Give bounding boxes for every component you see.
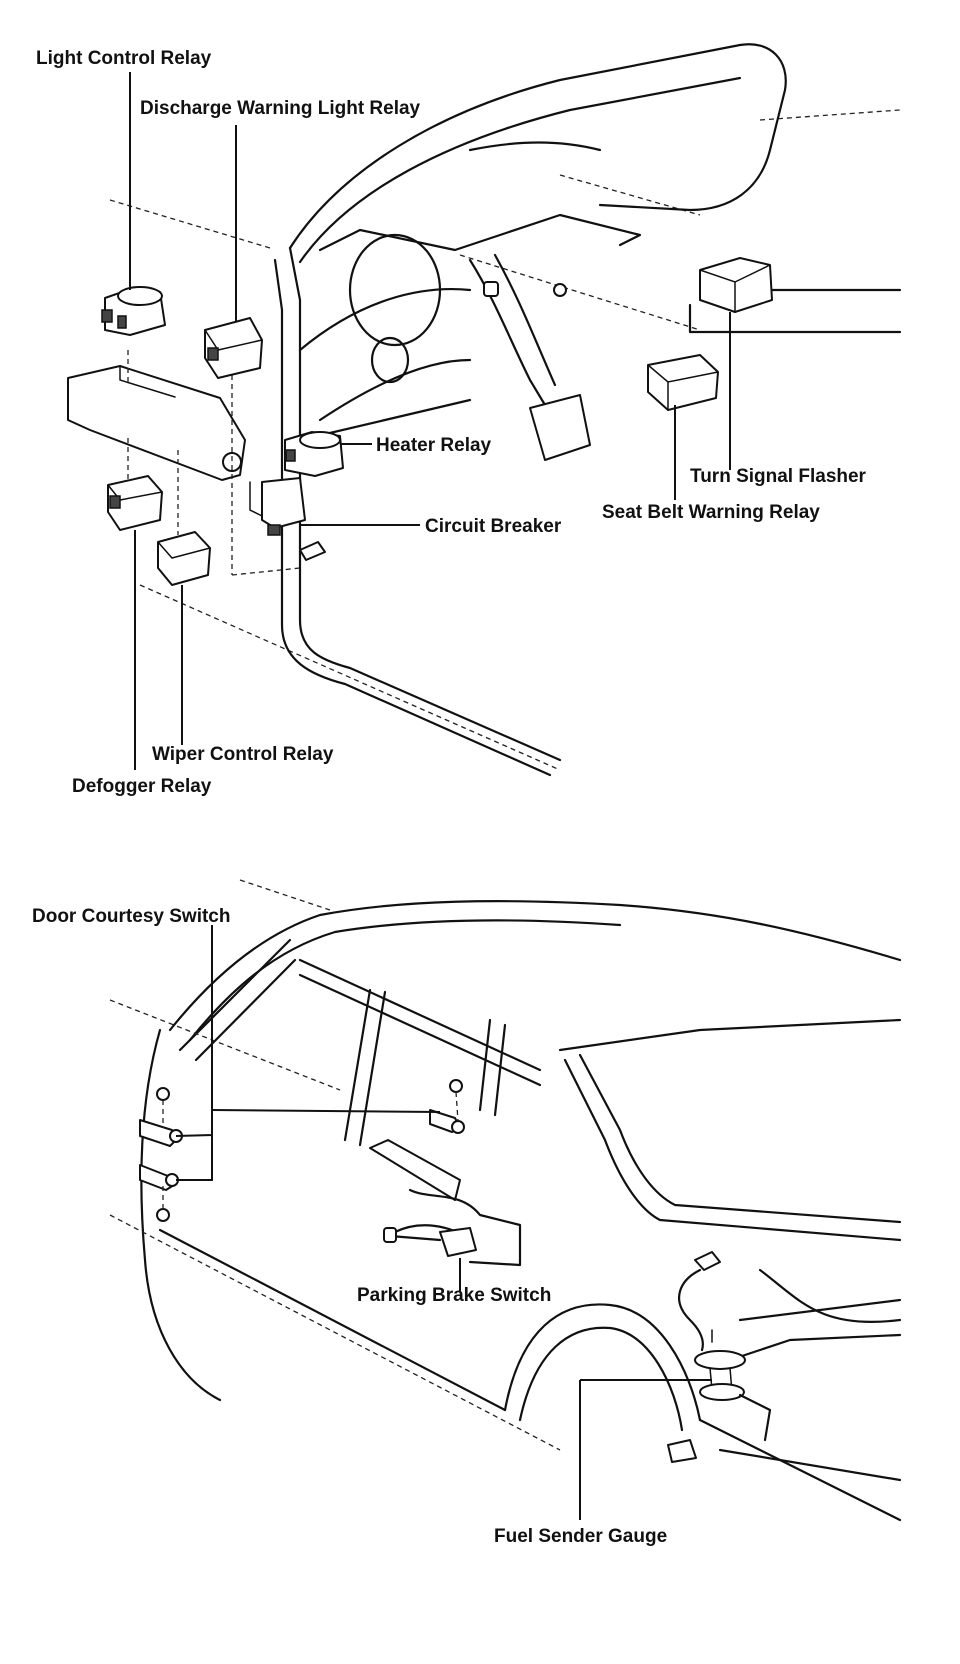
label-light-control-relay: Light Control Relay [36, 48, 212, 69]
fuel-sender-gauge-part [667, 1251, 772, 1463]
bottom-leader-lines [175, 925, 712, 1520]
label-fuel-sender-gauge: Fuel Sender Gauge [494, 1526, 667, 1547]
label-wiper-control-relay: Wiper Control Relay [152, 744, 334, 765]
seat-belt-warning-relay-part [647, 354, 719, 411]
label-discharge-warning-light-relay: Discharge Warning Light Relay [140, 98, 421, 119]
label-parking-brake-switch: Parking Brake Switch [357, 1285, 551, 1306]
discharge-warning-light-relay-part [204, 317, 263, 379]
top-leader-lines [129, 72, 731, 770]
light-control-relay-part [101, 286, 166, 336]
label-defogger-relay: Defogger Relay [72, 776, 212, 797]
relay-block-bracket [67, 365, 246, 481]
label-heater-relay: Heater Relay [376, 435, 492, 456]
labels: Light Control Relay Discharge Warning Li… [32, 48, 867, 1547]
label-circuit-breaker: Circuit Breaker [425, 516, 562, 537]
parking-brake-switch-part [383, 1227, 477, 1257]
circuit-breaker-part [249, 477, 326, 561]
turn-signal-flasher-part [699, 257, 773, 313]
heater-relay-part [284, 431, 344, 477]
label-seat-belt-warning-relay: Seat Belt Warning Relay [602, 502, 820, 523]
door-courtesy-switch-parts [139, 1079, 465, 1222]
mounting-leader-lines [127, 350, 301, 576]
label-door-courtesy-switch: Door Courtesy Switch [32, 906, 230, 927]
car-body-illustration [109, 879, 902, 1522]
wiper-control-relay-part [157, 531, 211, 586]
label-turn-signal-flasher: Turn Signal Flasher [690, 466, 867, 487]
dashboard-illustration [109, 43, 902, 777]
defogger-relay-part [107, 475, 163, 531]
